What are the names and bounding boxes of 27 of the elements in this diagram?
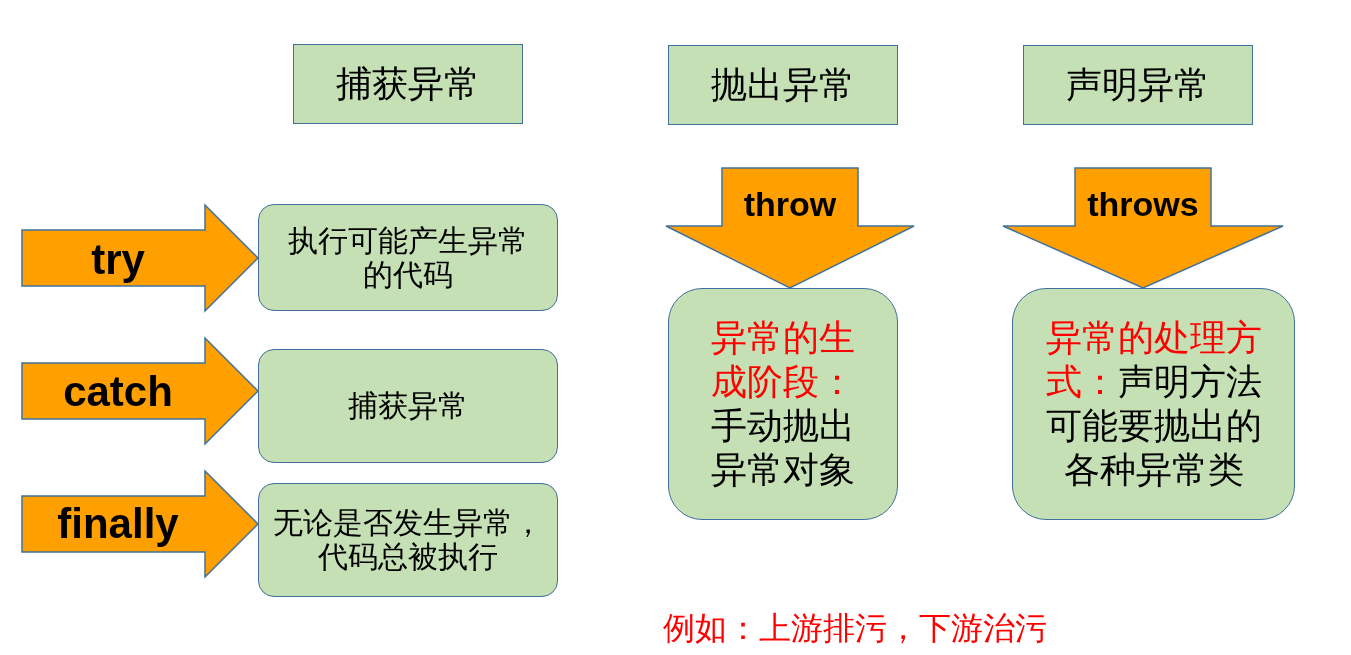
block-arrow bbox=[21, 336, 260, 446]
description-text: 执行可能产生异常的代码 bbox=[287, 223, 529, 292]
description-box bbox=[668, 288, 898, 520]
block-arrow bbox=[665, 167, 915, 289]
description-box bbox=[258, 483, 558, 597]
description-text: 异常的生成阶段： 手动抛出异常对象 bbox=[710, 316, 856, 492]
block-arrow bbox=[21, 203, 260, 313]
heading-box bbox=[293, 44, 523, 124]
description-box bbox=[258, 349, 558, 463]
description-box bbox=[1012, 288, 1295, 520]
heading-text: 抛出异常 bbox=[711, 64, 855, 107]
description-box bbox=[258, 204, 558, 311]
description-text: 无论是否发生异常，代码总被执行 bbox=[272, 506, 544, 574]
description-text: 异常的处理方式：声明方法可能要抛出的各种异常类 bbox=[1044, 316, 1263, 492]
arrow-label: catch bbox=[63, 371, 173, 413]
heading-box bbox=[668, 45, 898, 125]
arrow-label: throws bbox=[1087, 187, 1199, 221]
heading-text: 捕获异常 bbox=[336, 63, 480, 106]
heading-text: 声明异常 bbox=[1066, 64, 1210, 107]
heading-box bbox=[1023, 45, 1253, 125]
arrow-label: throw bbox=[743, 187, 837, 221]
block-arrow bbox=[21, 469, 260, 579]
arrow-label: try bbox=[91, 239, 145, 281]
note-text: 例如：上游排污，下游治污 bbox=[663, 609, 1047, 648]
arrow-label: finally bbox=[57, 503, 179, 545]
block-arrow bbox=[1002, 167, 1284, 289]
description-text: 捕获异常 bbox=[347, 389, 469, 423]
